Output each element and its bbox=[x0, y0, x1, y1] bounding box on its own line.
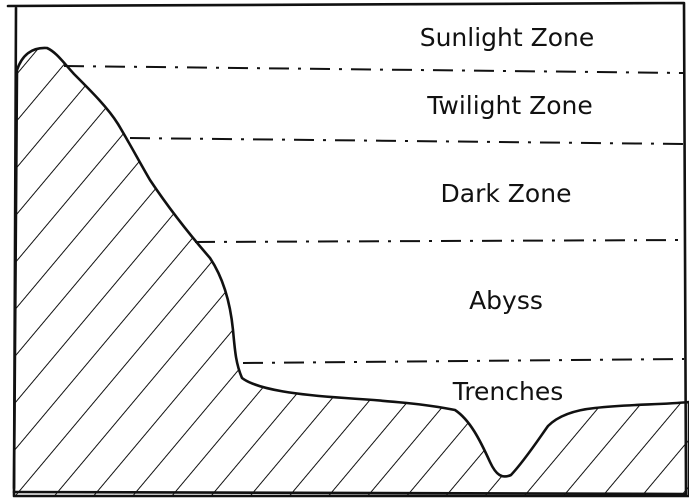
sunlight-zone-label: Sunlight Zone bbox=[420, 23, 595, 52]
abyss-label: Abyss bbox=[469, 286, 543, 315]
dark-zone-label: Dark Zone bbox=[441, 179, 572, 208]
zone-boundary-twilight-dark bbox=[130, 138, 684, 144]
zone-boundary-dark-abyss bbox=[195, 240, 684, 242]
zone-boundary-sunlight-twilight bbox=[64, 66, 684, 73]
twilight-zone-label: Twilight Zone bbox=[426, 91, 593, 120]
zone-boundary-abyss-trenches bbox=[243, 359, 684, 363]
trenches-label: Trenches bbox=[452, 377, 564, 406]
